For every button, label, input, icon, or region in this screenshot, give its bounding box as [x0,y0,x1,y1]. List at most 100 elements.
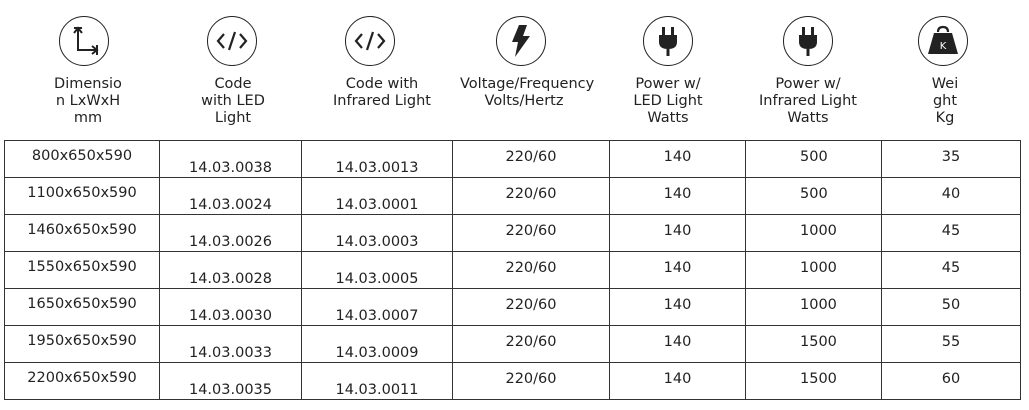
cell-code-infrared-value: 14.03.0003 [335,234,419,250]
cell-power-infrared: 500 [745,140,882,178]
cell-code-infrared: 14.03.0009 [301,325,453,363]
table-row: 1550x650x590 14.03.0028 14.03.0005 220/60 14… [4,251,1021,289]
cell-code-infrared-value: 14.03.0013 [335,160,419,176]
cell-dimensions: 1460x650x590 [4,214,160,252]
cell-dimensions: 1550x650x590 [4,251,160,289]
cell-power-infrared: 1500 [745,362,882,400]
cell-power-infrared-value: 500 [800,186,828,202]
spec-table-header: Dimensio n LxWxH mm Code with LED Light … [0,0,1029,140]
cell-code-led: 14.03.0028 [159,251,302,289]
cell-code-infrared: 14.03.0013 [301,140,453,178]
cell-voltage-value: 220/60 [505,334,557,350]
cell-power-led-value: 140 [663,371,692,387]
cell-power-led: 140 [609,325,746,363]
cell-code-infrared-value: 14.03.0009 [335,345,419,361]
cell-power-led-value: 140 [663,260,692,276]
cell-power-infrared-value: 500 [800,149,828,165]
header-code-infrared: Code with Infrared Light [333,76,431,109]
cell-weight: 55 [881,325,1021,363]
cell-code-led-value: 14.03.0033 [188,345,273,361]
cell-power-infrared: 500 [745,177,882,215]
cell-code-led-value: 14.03.0035 [188,382,273,398]
cell-power-led: 140 [609,214,746,252]
cell-code-infrared-value: 14.03.0007 [335,308,419,324]
cell-voltage: 220/60 [452,177,610,215]
cell-code-led: 14.03.0035 [159,362,302,400]
cell-voltage: 220/60 [452,325,610,363]
cell-weight: 45 [881,251,1021,289]
cell-dimensions-value: 800x650x590 [31,148,133,164]
cell-code-led: 14.03.0024 [159,177,302,215]
cell-power-infrared-value: 1000 [800,297,837,313]
cell-weight: 50 [881,288,1021,326]
weight-icon-letter: K [940,41,947,52]
header-code-led: Code with LED Light [201,76,265,126]
cell-dimensions: 2200x650x590 [4,362,160,400]
cell-power-infrared: 1500 [745,325,882,363]
header-power-led: Power w/ LED Light Watts [633,76,703,126]
header-weight: Wei ght Kg [931,76,959,126]
cell-code-infrared: 14.03.0011 [301,362,453,400]
cell-voltage-value: 220/60 [505,260,557,276]
dimensions-axes-icon [59,16,109,66]
cell-code-led-value: 14.03.0030 [188,308,273,324]
cell-power-led: 140 [609,140,746,178]
cell-power-infrared: 1000 [745,214,882,252]
cell-dimensions-value: 1950x650x590 [27,333,137,349]
table-row: 1460x650x590 14.03.0026 14.03.0003 220/60 14… [4,214,1021,252]
cell-voltage-value: 220/60 [505,149,557,165]
cell-voltage: 220/60 [452,140,610,178]
cell-dimensions: 1650x650x590 [4,288,160,326]
cell-power-infrared: 1000 [745,251,882,289]
cell-code-infrared-value: 14.03.0005 [335,271,419,287]
cell-code-led-value: 14.03.0024 [188,197,273,213]
cell-voltage: 220/60 [452,288,610,326]
cell-power-led: 140 [609,177,746,215]
header-dimensions: Dimensio n LxWxH mm [54,76,122,126]
table-row: 1950x650x590 14.03.0033 14.03.0009 220/60 14… [4,325,1021,363]
table-row: 2200x650x590 14.03.0035 14.03.0011 220/60 14… [4,362,1021,400]
lightning-bolt-icon [496,16,546,66]
cell-dimensions-value: 1100x650x590 [27,185,137,201]
cell-dimensions-value: 1650x650x590 [27,296,137,312]
cell-dimensions: 1950x650x590 [4,325,160,363]
cell-power-led-value: 140 [663,149,692,165]
cell-voltage-value: 220/60 [505,297,557,313]
cell-code-infrared: 14.03.0005 [301,251,453,289]
cell-voltage-value: 220/60 [505,223,557,239]
cell-voltage: 220/60 [452,214,610,252]
cell-power-infrared-value: 1000 [800,260,837,276]
cell-power-infrared-value: 1000 [800,223,837,239]
weight-kg-icon: K [918,16,968,66]
table-row: 1650x650x590 14.03.0030 14.03.0007 220/60 14… [4,288,1021,326]
cell-dimensions-value: 1460x650x590 [27,222,137,238]
header-voltage-frequency: Voltage/Frequency Volts/Hertz [460,76,595,109]
cell-weight-value: 35 [941,149,961,165]
cell-power-infrared: 1000 [745,288,882,326]
cell-power-led-value: 140 [663,297,692,313]
cell-power-led: 140 [609,288,746,326]
header-power-infrared: Power w/ Infrared Light Watts [759,76,857,126]
cell-power-led-value: 140 [663,334,692,350]
cell-code-infrared: 14.03.0007 [301,288,453,326]
cell-weight-value: 60 [941,371,961,387]
cell-power-led-value: 140 [663,186,692,202]
cell-code-infrared: 14.03.0003 [301,214,453,252]
cell-code-led-value: 14.03.0028 [188,271,273,287]
cell-dimensions: 800x650x590 [4,140,160,178]
cell-code-infrared-value: 14.03.0011 [335,382,419,398]
cell-code-led: 14.03.0033 [159,325,302,363]
power-plug-icon [643,16,693,66]
cell-voltage-value: 220/60 [505,371,557,387]
cell-voltage: 220/60 [452,251,610,289]
cell-weight-value: 40 [941,186,961,202]
cell-weight: 45 [881,214,1021,252]
cell-weight-value: 50 [941,297,961,313]
cell-code-led-value: 14.03.0026 [188,234,273,250]
cell-power-infrared-value: 1500 [800,334,837,350]
cell-weight: 60 [881,362,1021,400]
cell-dimensions: 1100x650x590 [4,177,160,215]
